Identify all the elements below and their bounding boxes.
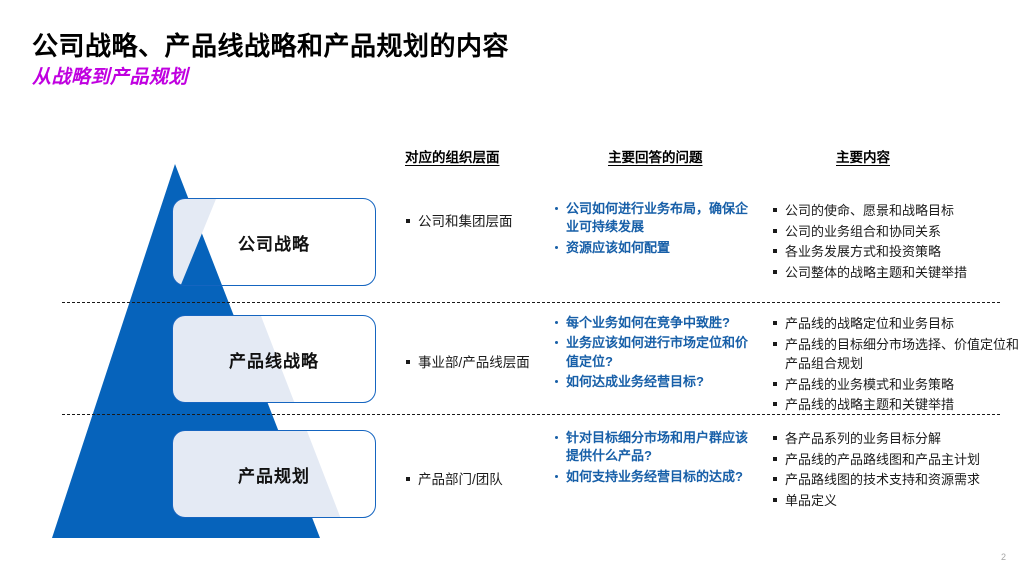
stage-label: 产品规划 — [238, 466, 310, 486]
list-item: 每个业务如何在竞争中致胜? — [553, 314, 753, 332]
cell-content: 公司的使命、愿景和战略目标 公司的业务组合和协同关系 各业务发展方式和投资策略 … — [772, 201, 1022, 283]
list-item: 事业部/产品线层面 — [405, 353, 555, 373]
divider-line-1 — [62, 302, 1000, 303]
column-header-organization: 对应的组织层面 — [405, 150, 500, 165]
list-item: 产品路线图的技术支持和资源需求 — [772, 470, 1022, 490]
cell-organization: 公司和集团层面 — [405, 212, 555, 233]
list-item: 单品定义 — [772, 491, 1022, 511]
cell-organization: 事业部/产品线层面 — [405, 353, 555, 374]
list-item: 各业务发展方式和投资策略 — [772, 242, 1022, 262]
stage-label: 产品线战略 — [229, 351, 319, 371]
stage-box-corporate-strategy[interactable]: 公司战略 — [172, 198, 376, 286]
list-item: 公司的业务组合和协同关系 — [772, 222, 1022, 242]
column-header-content: 主要内容 — [836, 150, 890, 165]
cell-content: 各产品系列的业务目标分解 产品线的产品路线图和产品主计划 产品路线图的技术支持和… — [772, 429, 1022, 511]
list-item: 产品线的业务模式和业务策略 — [772, 375, 1022, 395]
page-title: 公司战略、产品线战略和产品规划的内容 — [32, 31, 510, 61]
list-item: 公司整体的战略主题和关键举措 — [772, 263, 1022, 283]
divider-line-2 — [62, 414, 1000, 415]
cell-questions: 公司如何进行业务布局，确保企业可持续发展 资源应该如何配置 — [553, 200, 753, 259]
list-item: 产品线的战略主题和关键举措 — [772, 395, 1022, 415]
list-item: 公司的使命、愿景和战略目标 — [772, 201, 1022, 221]
page-number: 2 — [1000, 552, 1006, 562]
list-item: 公司如何进行业务布局，确保企业可持续发展 — [553, 200, 753, 237]
stage-box-product-planning[interactable]: 产品规划 — [172, 430, 376, 518]
page-subtitle: 从战略到产品规划 — [32, 67, 189, 88]
list-item: 如何支持业务经营目标的达成? — [553, 468, 753, 486]
list-item: 针对目标细分市场和用户群应该提供什么产品? — [553, 429, 753, 466]
list-item: 各产品系列的业务目标分解 — [772, 429, 1022, 449]
cell-questions: 针对目标细分市场和用户群应该提供什么产品? 如何支持业务经营目标的达成? — [553, 429, 753, 488]
list-item: 如何达成业务经营目标? — [553, 373, 753, 391]
cell-organization: 产品部门/团队 — [405, 470, 555, 491]
list-item: 产品线的目标细分市场选择、价值定位和产品组合规划 — [772, 335, 1022, 374]
list-item: 产品线的产品路线图和产品主计划 — [772, 450, 1022, 470]
cell-content: 产品线的战略定位和业务目标 产品线的目标细分市场选择、价值定位和产品组合规划 产… — [772, 314, 1022, 416]
stage-label: 公司战略 — [238, 234, 310, 254]
column-header-questions: 主要回答的问题 — [608, 150, 703, 165]
list-item: 公司和集团层面 — [405, 212, 555, 232]
list-item: 产品线的战略定位和业务目标 — [772, 314, 1022, 334]
stage-box-product-line-strategy[interactable]: 产品线战略 — [172, 315, 376, 403]
list-item: 资源应该如何配置 — [553, 239, 753, 257]
list-item: 产品部门/团队 — [405, 470, 555, 490]
cell-questions: 每个业务如何在竞争中致胜? 业务应该如何进行市场定位和价值定位? 如何达成业务经… — [553, 314, 753, 394]
list-item: 业务应该如何进行市场定位和价值定位? — [553, 334, 753, 371]
